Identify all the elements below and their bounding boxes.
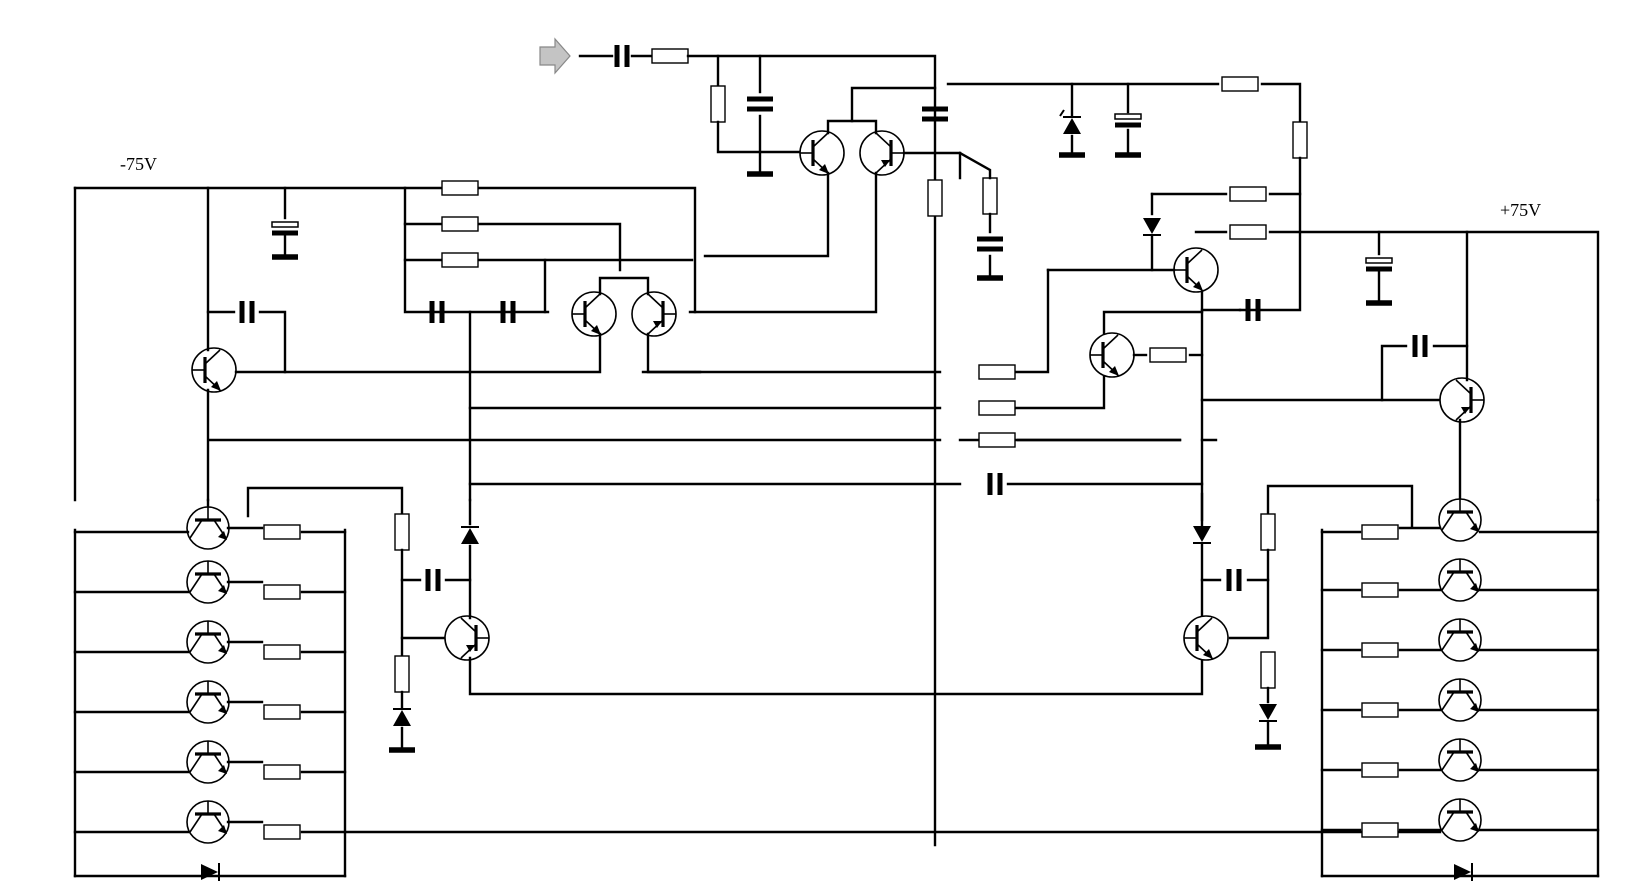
left-bias-stage (246, 486, 1204, 750)
right-predriver (1366, 230, 1486, 502)
middle-bus (208, 364, 1218, 495)
right-bias-stage (1182, 484, 1414, 747)
top-right-network (946, 76, 1600, 502)
input-arrow-icon (539, 37, 571, 75)
left-driver-pair (283, 276, 702, 374)
input-differential-pair (688, 86, 1003, 314)
left-input-network (73, 180, 697, 502)
right-output-stage (1320, 497, 1600, 882)
left-predriver (190, 186, 287, 502)
input-stage (578, 45, 937, 847)
negative-rail-label: -75V (120, 154, 157, 174)
right-driver-stage (1014, 246, 1442, 532)
positive-rail-label: +75V (1500, 200, 1541, 220)
left-output-stage (73, 186, 1442, 882)
